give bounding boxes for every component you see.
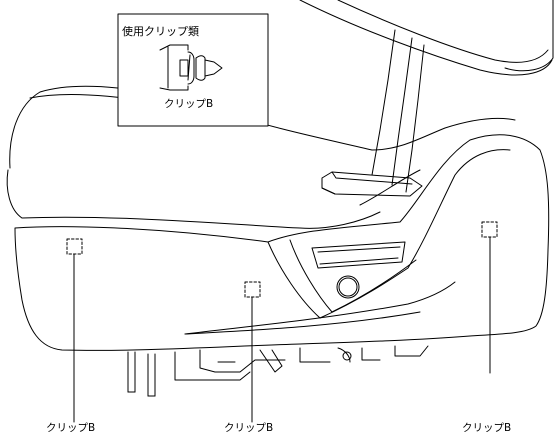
leader-lines	[73, 236, 491, 423]
callout-label-right: クリップB	[462, 422, 511, 434]
legend-frame	[117, 13, 269, 127]
recline-lever	[321, 171, 423, 197]
legend-title: 使用クリップ類	[122, 25, 199, 38]
legend-clip-label: クリップB	[164, 98, 213, 110]
seat-back	[299, 0, 554, 193]
callout-label-left: クリップB	[46, 422, 95, 434]
clip-marker-3	[481, 221, 498, 238]
side-shield-cover	[14, 134, 550, 351]
callout-label-middle: クリップB	[224, 422, 273, 434]
clip-markers	[66, 221, 498, 298]
clip-marker-1	[66, 238, 83, 255]
clip-legend	[117, 13, 269, 127]
clip-b-icon	[159, 44, 223, 91]
seat-rail-mechanism	[127, 345, 429, 397]
clip-marker-2	[244, 281, 261, 298]
